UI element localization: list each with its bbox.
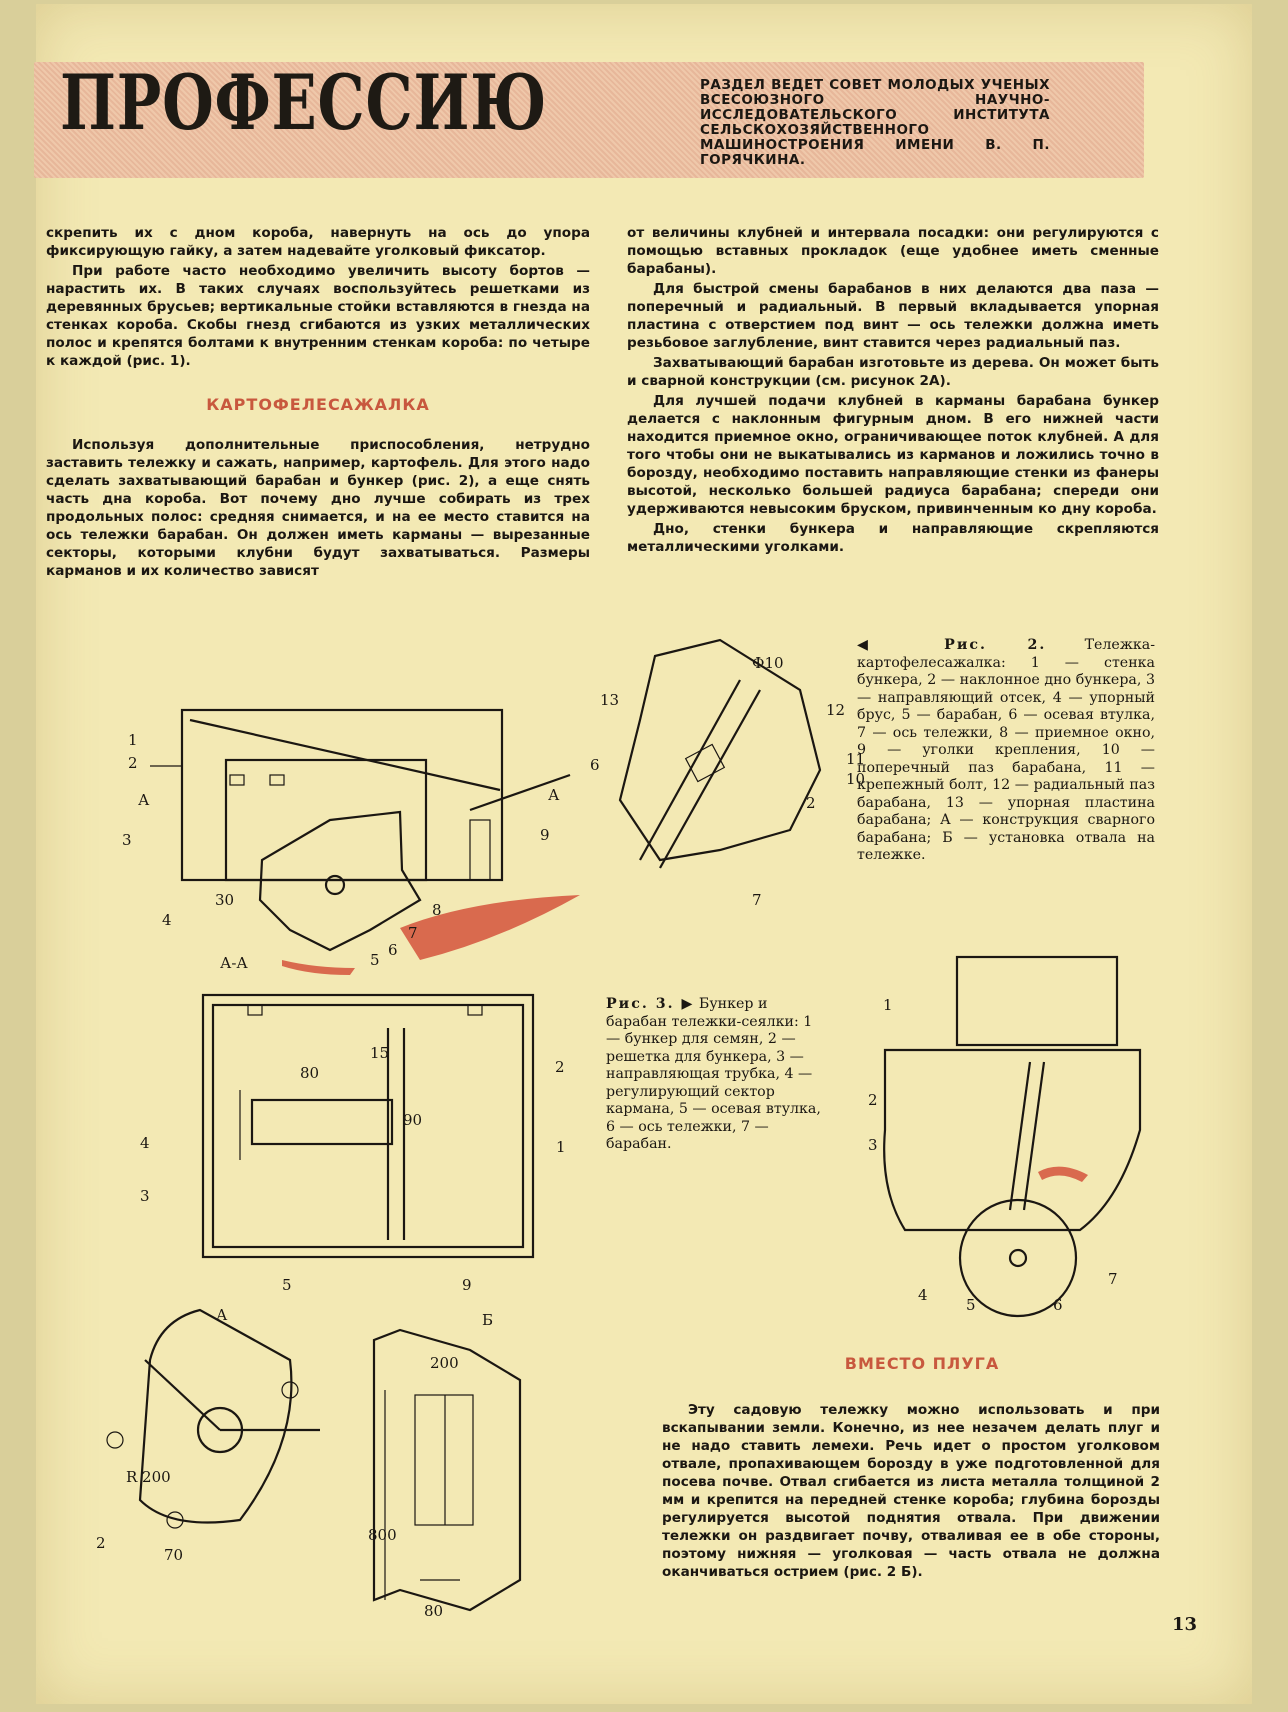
figure-labels: 1 2 А 3 30 4 5 6 7 8 9 А Ф10 13 12 6 11 … [96, 654, 1118, 1620]
section-label: А-А [220, 954, 248, 972]
fig2-label: 2 [128, 754, 138, 772]
section-label: 5 [282, 1276, 292, 1294]
detail-label: 11 [846, 750, 865, 768]
section-title-potato-planter: КАРТОФЕЛЕСАЖАЛКА [206, 395, 430, 414]
page-number: 13 [1172, 1614, 1198, 1635]
paragraph: скрепить их с дном короба, навернуть на … [46, 225, 590, 259]
fig3-label: 5 [966, 1296, 976, 1314]
header-band [34, 62, 1144, 178]
paragraph: Захватывающий барабан изготовьте из дере… [627, 355, 1159, 389]
figure-3-caption: Рис. 3. ▶ Бункер и барабан тележки-сеялк… [606, 996, 824, 1154]
section-arrow [282, 960, 355, 975]
fig2-label: 4 [162, 911, 172, 929]
fig2a-label: А [216, 1306, 228, 1324]
page-title: ПРОФЕССИЮ [60, 58, 548, 147]
detail-label: 6 [590, 756, 600, 774]
fig3-label: 4 [918, 1286, 928, 1304]
section-title-plow: ВМЕСТО ПЛУГА [844, 1354, 1000, 1373]
fig3-label: 6 [1053, 1296, 1063, 1314]
section-label: 90 [403, 1111, 422, 1129]
section-label: 9 [462, 1276, 472, 1294]
header-note: РАЗДЕЛ ВЕДЕТ СОВЕТ МОЛОДЫХ УЧЕНЫХ ВСЕСОЮ… [700, 77, 1050, 168]
paragraph: При работе часто необходимо увеличить вы… [46, 263, 590, 369]
figure-2-main-drawing [150, 708, 571, 952]
paragraph: Эту садовую тележку можно использовать и… [662, 1402, 1160, 1580]
fig2-label: А [138, 791, 150, 809]
detail-label: 13 [600, 691, 619, 709]
paragraph: Для быстрой смены барабанов в них делают… [627, 281, 1159, 351]
caption-lead: ◀ Рис. 2. [857, 637, 1047, 653]
detail-label: Ф10 [752, 654, 784, 672]
fig2-label: 5 [370, 951, 380, 969]
detail-label: 10 [846, 770, 865, 788]
figure-3-drawing [883, 955, 1142, 1318]
section-label: 15 [370, 1044, 389, 1062]
left-column: скрепить их с дном короба, навернуть на … [46, 224, 590, 582]
fig2-label: 1 [128, 731, 138, 749]
section-label: 2 [555, 1058, 565, 1076]
fig2-label: 3 [122, 831, 132, 849]
section-label: 3 [140, 1187, 150, 1205]
figure-2b-drawing [372, 1328, 522, 1612]
fig3-label: 7 [1108, 1270, 1118, 1288]
paragraph: Используя дополнительные приспособления,… [46, 437, 590, 579]
caption-text: Бункер и барабан тележки-сеялки: 1 — бун… [606, 996, 821, 1152]
fig2-label: 6 [388, 941, 398, 959]
fig2a-label: 2 [96, 1534, 106, 1552]
fig2a-label: 70 [164, 1546, 183, 1564]
plow-column: Эту садовую тележку можно использовать и… [662, 1401, 1160, 1583]
caption-lead: Рис. 3. ▶ [606, 996, 695, 1012]
fig2b-label: 80 [424, 1602, 443, 1620]
fig2-label: 30 [215, 891, 234, 909]
fig2-label: 8 [432, 901, 442, 919]
paragraph: Дно, стенки бункера и направляющие скреп… [627, 521, 1159, 555]
figure-2-caption: ◀ Рис. 2. Тележка-картофелесажалка: 1 — … [857, 637, 1155, 865]
rotation-arrow [400, 895, 580, 960]
fig2-label: 7 [408, 924, 418, 942]
caption-text: Тележка-картофелесажалка: 1 — стенка бун… [857, 637, 1156, 863]
fig2-label: 9 [540, 826, 550, 844]
section-label: 4 [140, 1134, 150, 1152]
figure-2-detail-drawing [618, 638, 822, 869]
fig2a-label: R 200 [126, 1468, 171, 1486]
figure-2a-drawing [106, 1308, 320, 1529]
figure-2-section-drawing [201, 993, 535, 1259]
section-label: 1 [556, 1138, 566, 1156]
detail-label: 12 [826, 701, 845, 719]
fig2b-label: Б [482, 1311, 493, 1329]
fig3-label: 2 [868, 1091, 878, 1109]
fig3-label: 3 [868, 1136, 878, 1154]
fig3-label: 1 [883, 996, 893, 1014]
detail-label: 7 [752, 891, 762, 909]
fig2b-label: 800 [368, 1526, 397, 1544]
paragraph: Для лучшей подачи клубней в карманы бара… [627, 393, 1159, 517]
detail-label: 2 [806, 794, 816, 812]
right-column: от величины клубней и интервала посадки:… [627, 224, 1159, 558]
fig2b-label: 200 [430, 1354, 459, 1372]
fig2-label: А [548, 786, 560, 804]
paragraph: от величины клубней и интервала посадки:… [627, 225, 1159, 277]
section-label: 80 [300, 1064, 319, 1082]
